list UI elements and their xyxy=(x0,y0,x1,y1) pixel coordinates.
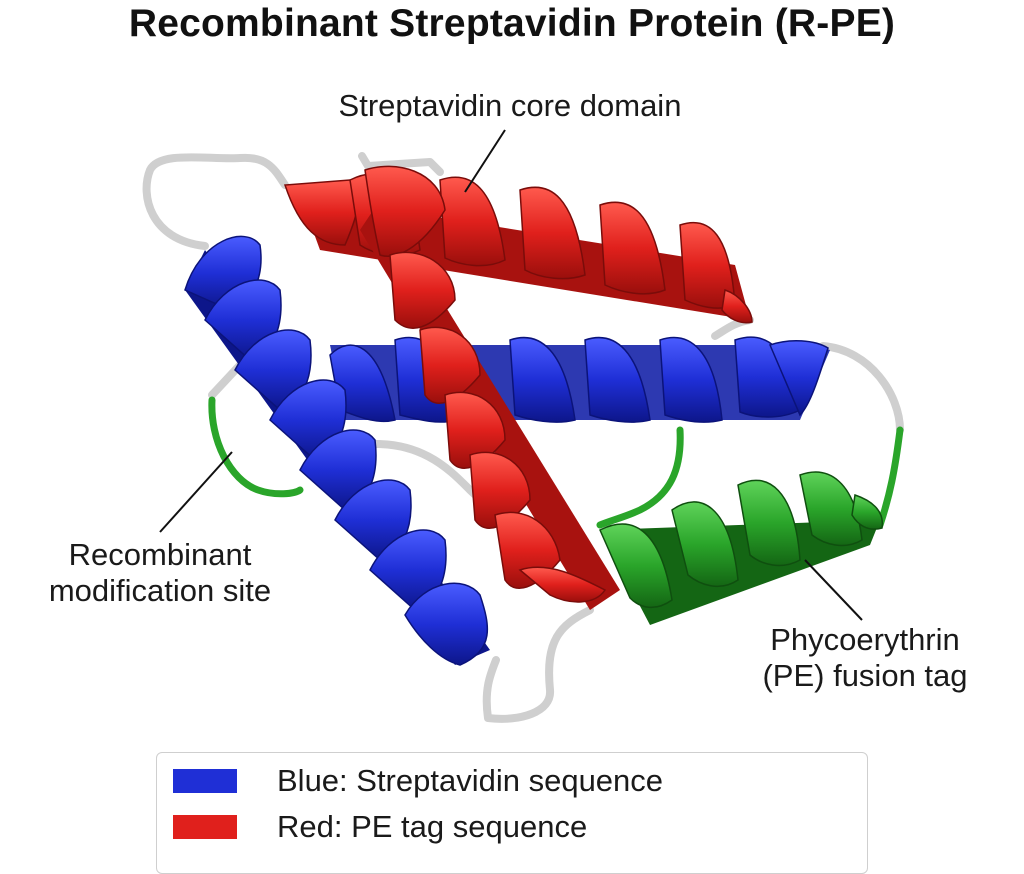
red-helix-vertical xyxy=(360,165,620,610)
legend-swatch-blue xyxy=(173,769,237,793)
green-loops xyxy=(208,396,904,529)
legend-swatch-red xyxy=(173,815,237,839)
annotation-core-domain: Streptavidin core domain xyxy=(338,88,682,123)
annotation-mod-line1: Recombinant xyxy=(68,537,252,572)
annotation-pe-line1: Phycoerythrin xyxy=(770,622,960,657)
green-helix-pe xyxy=(599,471,884,625)
leader-mod xyxy=(159,451,233,533)
green-loop-right xyxy=(876,426,904,529)
red-helix-top xyxy=(283,173,753,324)
leader-core xyxy=(464,129,506,193)
annotation-mod-line2: modification site xyxy=(48,573,272,608)
legend-item-red: Red: PE tag sequence xyxy=(173,807,587,847)
protein-ribbon-diagram xyxy=(142,129,904,723)
green-loop-mid xyxy=(596,426,684,529)
legend-item-blue: Blue: Streptavidin sequence xyxy=(173,761,663,801)
loop-segments xyxy=(142,152,904,723)
loop-top-mid xyxy=(358,152,444,176)
leader-pe xyxy=(804,559,863,621)
blue-helix-diagonal xyxy=(184,235,490,666)
loop-bottom xyxy=(482,606,594,723)
blue-helix-horizontal xyxy=(329,336,830,423)
legend-box: Blue: Streptavidin sequence Red: PE tag … xyxy=(156,752,868,874)
annotation-modification-site: Recombinant modification site xyxy=(20,537,300,609)
legend-label-red: Red: PE tag sequence xyxy=(277,809,588,844)
green-loop-left xyxy=(208,396,304,498)
legend-label-blue: Blue: Streptavidin sequence xyxy=(277,763,664,798)
loop-right xyxy=(819,342,904,434)
loop-top-left xyxy=(142,153,289,250)
annotation-pe-fusion-tag: Phycoerythrin (PE) fusion tag xyxy=(715,622,1015,694)
annotation-pe-line2: (PE) fusion tag xyxy=(762,658,968,693)
figure-title: Recombinant Streptavidin Protein (R-PE) xyxy=(128,2,896,45)
